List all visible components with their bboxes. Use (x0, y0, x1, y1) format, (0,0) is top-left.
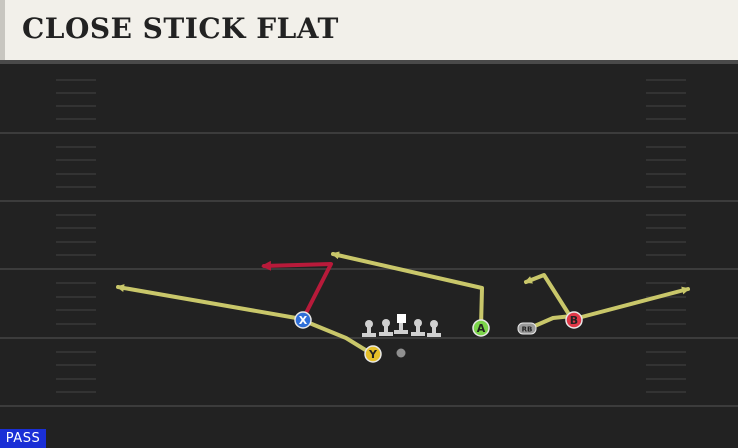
hash-marks-right (646, 79, 686, 393)
left-guard-icon (379, 319, 393, 336)
offensive-line (362, 314, 441, 337)
player-rb[interactable]: RB (517, 322, 537, 335)
route-b-whip (524, 273, 572, 318)
route-x-streak (116, 284, 304, 321)
play-title-bar: CLOSE STICK FLAT (0, 0, 738, 60)
player-x-label: X (299, 314, 308, 327)
yard-lines (0, 132, 738, 407)
route-rb-flat (528, 314, 574, 330)
player-y-label: Y (368, 348, 378, 361)
player-a-label: A (477, 322, 486, 335)
left-tackle-icon (362, 320, 376, 337)
right-tackle-icon (427, 320, 441, 337)
center-icon (394, 314, 408, 334)
route-a-corner (331, 251, 484, 329)
play-field (0, 64, 738, 448)
title-bar-shadow (0, 60, 738, 64)
player-b-label: B (570, 314, 578, 327)
player-b[interactable]: B (565, 311, 583, 329)
route-y-flat (300, 318, 374, 356)
play-title: CLOSE STICK FLAT (22, 12, 339, 45)
hash-marks-left (56, 79, 96, 393)
play-type-badge: PASS (0, 429, 46, 448)
player-x[interactable]: X (294, 311, 312, 329)
route-b-streak (572, 286, 690, 321)
quarterback-marker (396, 348, 406, 358)
player-a[interactable]: A (472, 319, 490, 337)
player-rb-label: RB (522, 326, 533, 334)
player-y[interactable]: Y (364, 345, 382, 363)
right-guard-icon (411, 319, 425, 336)
route-x-option (261, 260, 333, 319)
